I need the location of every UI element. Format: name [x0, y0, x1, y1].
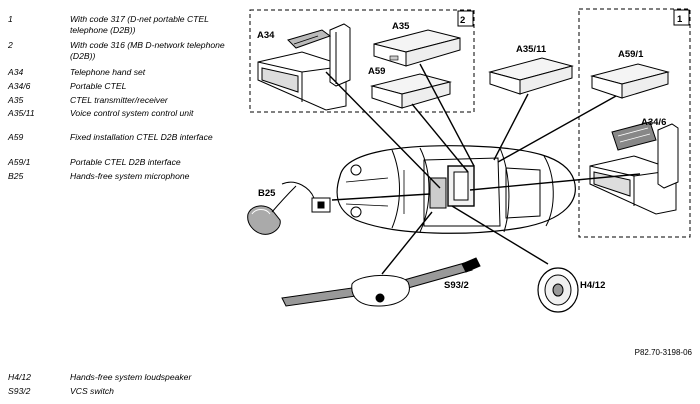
variant-1-tag — [673, 9, 690, 26]
legend-desc: Fixed installation CTEL D2B interface — [70, 132, 213, 142]
legend-code: A59/1 — [8, 157, 31, 167]
label-a59: A59 — [368, 66, 385, 77]
legend-code: A59 — [8, 132, 24, 142]
label-s93-2: S93/2 — [444, 280, 469, 291]
variant-2-tag — [457, 10, 474, 27]
label-a35: A35 — [392, 21, 410, 32]
voice-control-unit-box — [488, 57, 574, 95]
legend-code: A34/6 — [8, 81, 31, 91]
telephone-handset-console — [257, 23, 351, 111]
vehicle-top-view — [336, 145, 576, 234]
legend-code: 1 — [8, 14, 13, 24]
hands-free-microphone — [247, 181, 331, 235]
label-a34-6: A34/6 — [641, 117, 666, 128]
legend-desc: Portable CTEL — [70, 81, 127, 91]
legend-desc: Portable CTEL D2B interface — [70, 157, 181, 167]
ctel-transmitter-receiver-box — [373, 29, 461, 67]
legend-code: B25 — [8, 171, 24, 181]
connection-lines — [325, 63, 641, 275]
legend-code: S93/2 — [8, 386, 31, 396]
fixed-ctel-d2b-interface-box — [370, 73, 452, 109]
legend-desc: VCS switch — [70, 386, 114, 396]
legend-code: A34 — [8, 67, 24, 77]
portable-ctel-d2b-interface-box — [590, 63, 670, 99]
legend-code: H4/12 — [8, 372, 31, 382]
label-a35-11: A35/11 — [516, 44, 547, 55]
label-a59-1: A59/1 — [618, 49, 644, 60]
legend-code: A35 — [8, 95, 24, 105]
legend-code: A35/11 — [8, 108, 35, 118]
label-h4-12: H4/12 — [580, 280, 605, 291]
label-b25: B25 — [258, 188, 276, 199]
legend-desc: With code 316 (MB D-network telephone (D… — [70, 40, 225, 61]
figure-reference: P82.70-3198-06 — [634, 348, 692, 357]
legend-desc: Hands-free system microphone — [70, 171, 190, 181]
variant-2-box — [249, 9, 475, 113]
label-a34: A34 — [257, 30, 275, 41]
legend-desc: CTEL transmitter/receiver — [70, 95, 168, 105]
legend-desc: Telephone hand set — [70, 67, 146, 77]
portable-ctel-console — [589, 121, 679, 215]
hands-free-loudspeaker — [537, 267, 579, 313]
variant-1-box — [578, 8, 691, 238]
label-variant-1: 1 — [677, 14, 683, 25]
vcs-steering-column-switch — [281, 257, 481, 307]
legend-desc: With code 317 (D-net portable CTEL telep… — [70, 14, 209, 35]
legend-desc: Hands-free system loudspeaker — [70, 372, 192, 382]
legend-code: 2 — [8, 40, 13, 50]
label-variant-2: 2 — [460, 15, 465, 26]
legend-desc: Voice control system control unit — [70, 108, 194, 118]
